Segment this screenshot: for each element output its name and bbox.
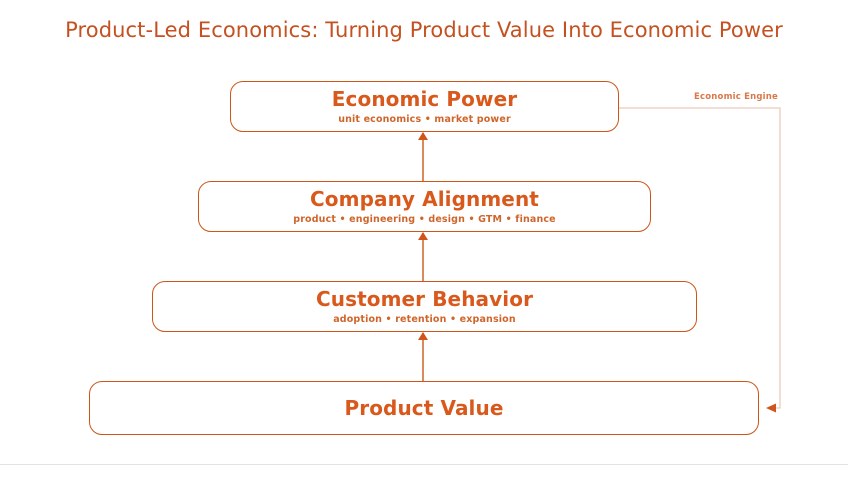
economic-engine-label: Economic Engine	[694, 92, 779, 102]
tier-subtitle-company-alignment: product • engineering • design • GTM • f…	[293, 214, 556, 225]
tier-title-product-value: Product Value	[344, 395, 504, 420]
pyramid-tier-economic-power: Economic Power unit economics • market p…	[230, 81, 619, 132]
feedback-loop-arrowhead	[766, 403, 776, 413]
connector-product-value-to-customer-behavior	[422, 333, 424, 381]
footer-divider	[0, 464, 848, 465]
tier-subtitle-customer-behavior: adoption • retention • expansion	[333, 314, 516, 325]
tier-subtitle-economic-power: unit economics • market power	[338, 114, 511, 125]
page-title: Product-Led Economics: Turning Product V…	[65, 18, 783, 42]
tier-title-company-alignment: Company Alignment	[310, 187, 539, 211]
pyramid-tier-customer-behavior: Customer Behavior adoption • retention •…	[152, 281, 697, 332]
connector-company-alignment-to-economic-power	[422, 133, 424, 181]
pyramid-tier-product-value: Product Value	[89, 381, 759, 435]
feedback-loop-path	[619, 107, 781, 409]
connector-customer-behavior-to-company-alignment	[422, 233, 424, 281]
tier-title-economic-power: Economic Power	[331, 87, 518, 111]
pyramid-tier-company-alignment: Company Alignment product • engineering …	[198, 181, 651, 232]
tier-title-customer-behavior: Customer Behavior	[315, 287, 534, 311]
